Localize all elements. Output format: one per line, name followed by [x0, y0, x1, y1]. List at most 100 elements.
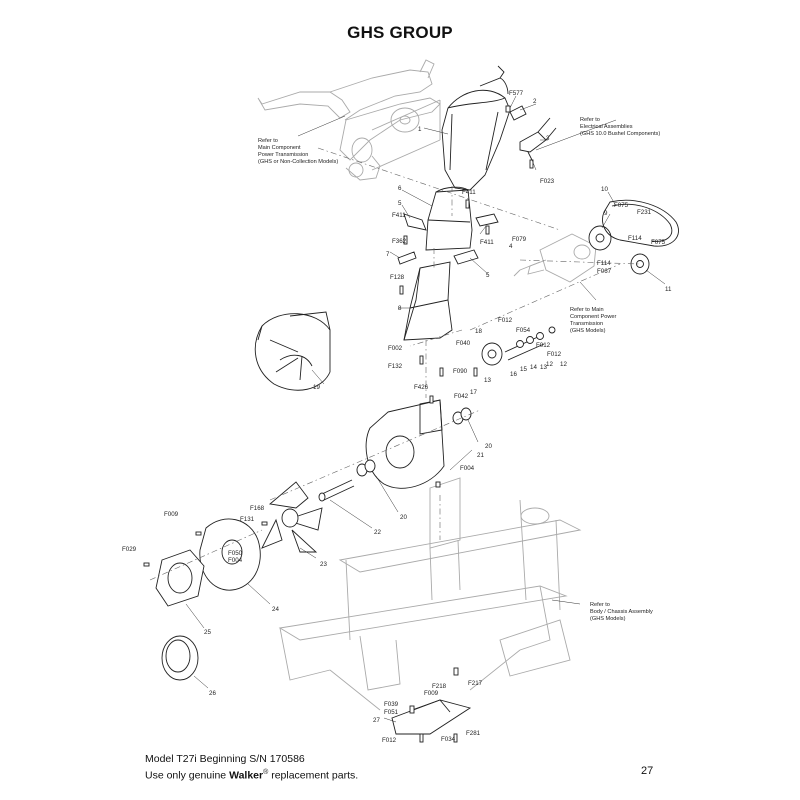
callout-f042: F042 — [454, 393, 469, 400]
ring-part-25 — [155, 549, 205, 607]
bracket-part-5b — [453, 249, 479, 265]
callout-15: 15 — [520, 366, 527, 373]
callout-13b: 13 — [484, 377, 491, 384]
pulley-part-9 — [588, 225, 612, 251]
svg-text:Refer to: Refer to — [580, 117, 600, 123]
svg-text:(GHS Models): (GHS Models) — [570, 328, 606, 334]
callout-27: 27 — [373, 717, 380, 724]
housing-cover-part-24 — [199, 518, 261, 591]
idler-arm-parts-13-16 — [504, 326, 556, 361]
callout-f040: F040 — [456, 340, 471, 347]
callout-f132: F132 — [388, 363, 403, 370]
callout-f217: F217 — [468, 680, 483, 687]
callout-7: 7 — [386, 251, 390, 258]
blower-chute-part-1 — [441, 65, 511, 191]
fan-housing-cover-part-19 — [254, 311, 331, 391]
callout-f004a: F004 — [460, 465, 475, 472]
callout-f131: F131 — [240, 516, 255, 523]
collar-part-26 — [161, 635, 199, 681]
callout-labels: 1 2 3 F577 F023 6 5 F411 F411 F411 F079 … — [122, 90, 672, 744]
switch-part-3 — [519, 117, 557, 161]
callout-f362: F362 — [392, 238, 407, 245]
svg-text:Transmission: Transmission — [570, 321, 603, 327]
bracket-part-5a — [403, 213, 427, 231]
fasteners — [143, 105, 534, 743]
callout-f426: F426 — [414, 384, 429, 391]
callout-14: 14 — [530, 364, 537, 371]
callout-1: 1 — [418, 126, 422, 133]
callout-f012-bottom: F012 — [382, 737, 397, 744]
callout-9: 9 — [604, 210, 608, 217]
callout-12a: 12 — [560, 361, 567, 368]
callout-f075b: F075 — [651, 239, 666, 246]
svg-text:Component Power: Component Power — [570, 314, 616, 320]
callout-2: 2 — [533, 98, 537, 105]
bracket-part-4 — [475, 213, 499, 227]
callout-f012c: F012 — [547, 351, 562, 358]
svg-text:Electrical Assemblies: Electrical Assemblies — [580, 124, 633, 130]
strip-part-7 — [397, 251, 417, 265]
callout-5b: 5 — [486, 272, 490, 279]
reference-electrical: Refer to Electrical Assemblies (GHS 10.0… — [580, 117, 660, 137]
callout-19: 19 — [313, 384, 320, 391]
callout-f009b: F009 — [424, 690, 439, 697]
callout-f411c: F411 — [480, 239, 494, 246]
callout-f411b: F411 — [462, 189, 476, 196]
fan-impeller-part-23 — [261, 481, 323, 553]
callout-f577: F577 — [509, 90, 524, 97]
callout-23: 23 — [320, 561, 327, 568]
callout-f012a: F012 — [498, 317, 513, 324]
bracket-part-27 — [391, 699, 472, 735]
svg-text:Refer to Main: Refer to Main — [570, 307, 604, 313]
callout-f114a: F114 — [628, 235, 642, 242]
footer-info: Model T27i Beginning S/N 170586 Use only… — [145, 753, 358, 783]
callout-f039: F039 — [384, 701, 399, 708]
svg-text:Body / Chassis Assembly: Body / Chassis Assembly — [590, 609, 653, 615]
callout-f002: F002 — [388, 345, 403, 352]
callout-24: 24 — [272, 606, 279, 613]
callout-f029: F029 — [122, 546, 137, 553]
callout-f168: F168 — [250, 505, 265, 512]
svg-text:(GHS 10.0 Bushel Components): (GHS 10.0 Bushel Components) — [580, 131, 660, 137]
reference-body-chassis: Refer to Body / Chassis Assembly (GHS Mo… — [590, 602, 653, 622]
callout-f411a: F411 — [392, 212, 406, 219]
svg-text:Refer to: Refer to — [590, 602, 610, 608]
callout-f023: F023 — [540, 178, 555, 185]
ghost-chassis-frame — [278, 477, 582, 711]
ghost-power-transmission — [257, 59, 441, 181]
gearbox-ghost — [513, 233, 597, 283]
svg-text:(GHS or Non-Collection Models): (GHS or Non-Collection Models) — [258, 159, 338, 165]
bracket-part-2 — [509, 105, 527, 121]
svg-text:Main Component: Main Component — [258, 145, 301, 151]
callout-f067: F067 — [597, 268, 612, 275]
usage-line: Use only genuine Walker® replacement par… — [145, 769, 359, 782]
callout-f128: F128 — [390, 274, 405, 281]
callout-f004b: F004 — [228, 557, 243, 564]
shaft-part-22 — [318, 479, 355, 502]
callout-f079: F079 — [512, 236, 527, 243]
assembly-centerlines — [149, 147, 641, 581]
callout-6: 6 — [398, 185, 402, 192]
belt-part-10 — [602, 199, 679, 247]
callout-8: 8 — [398, 305, 402, 312]
callout-5a: 5 — [398, 200, 402, 207]
callout-f231: F231 — [637, 209, 652, 216]
fan-housing-part-21 — [365, 399, 445, 489]
callout-f034: F034 — [441, 736, 456, 743]
callout-20a: 20 — [485, 443, 492, 450]
callout-f012b: F012 — [536, 342, 551, 349]
page-title: GHS GROUP — [347, 23, 453, 42]
callout-f050: F050 — [228, 550, 243, 557]
callout-f090: F090 — [453, 368, 468, 375]
callout-f281: F281 — [466, 730, 481, 737]
brand-name: Walker — [229, 769, 264, 782]
model-line: Model T27i Beginning S/N 170586 — [145, 753, 305, 765]
reference-main-component-mid: Refer to Main Component Power Transmissi… — [570, 307, 616, 334]
callout-f218: F218 — [432, 683, 447, 690]
bearings-part-20 — [356, 407, 472, 477]
page-number: 27 — [641, 765, 654, 777]
transition-hood-part-6 — [425, 186, 473, 251]
svg-text:(GHS Models): (GHS Models) — [590, 616, 626, 622]
callout-f075a: F075 — [614, 202, 629, 209]
